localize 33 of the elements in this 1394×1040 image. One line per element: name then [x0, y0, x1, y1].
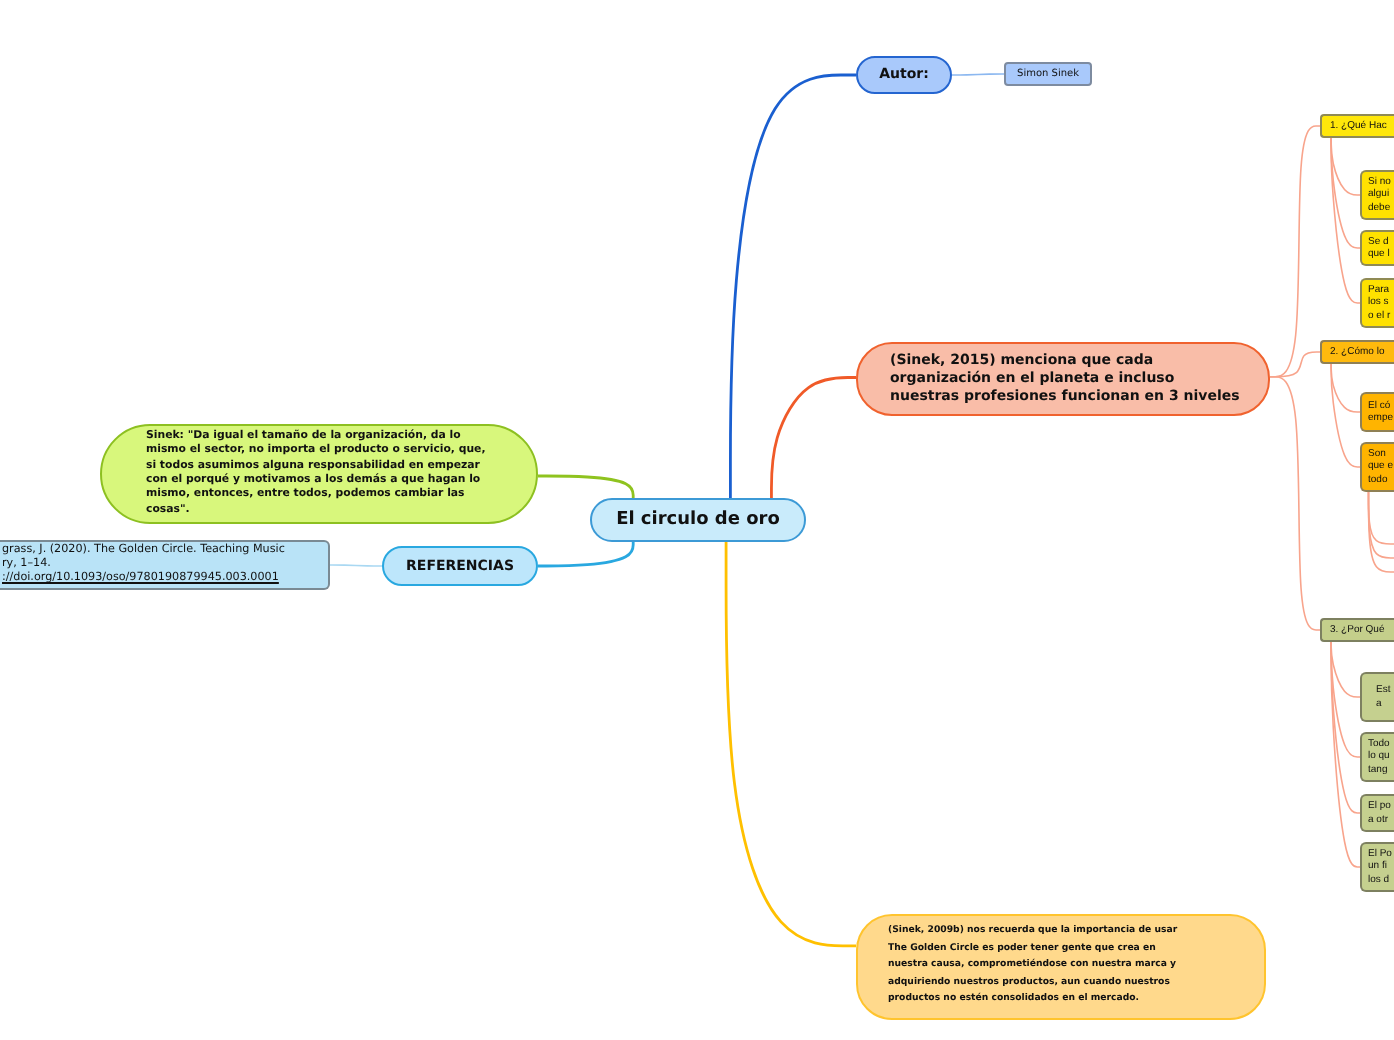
note-box: [1360, 392, 1394, 432]
note-box: [1360, 794, 1394, 832]
topic-box: [856, 914, 1266, 1020]
branch-line: [729, 73, 856, 498]
category-box: [1320, 114, 1394, 138]
branch-line: [538, 542, 635, 568]
note-box: [1360, 230, 1394, 266]
branch-line: [951, 73, 1005, 76]
category-box: [1320, 618, 1394, 642]
quote-box: [100, 424, 538, 524]
branch-line: [538, 474, 635, 498]
note-box: [1360, 278, 1394, 328]
branch-line: [770, 376, 856, 498]
note-box: [1360, 170, 1394, 220]
note-box: [1360, 732, 1394, 782]
topic-title: El circulo de oro: [614, 509, 782, 531]
topic-box: [856, 56, 952, 94]
branch-line: [724, 542, 856, 948]
reference-box: [0, 540, 330, 590]
branch-line: [1367, 491, 1394, 573]
topic-box: [382, 546, 538, 586]
subtopic-box: [1004, 62, 1092, 86]
note-box: [1360, 442, 1394, 492]
branch-line: [329, 564, 383, 567]
branch-line: [1330, 137, 1361, 304]
note-box: [1360, 672, 1394, 722]
topic-box: [856, 342, 1270, 416]
branch-line: [1330, 363, 1361, 468]
category-box: [1320, 340, 1394, 364]
branch-line: [1330, 641, 1361, 868]
branch-line: [1269, 375, 1321, 631]
central-topic-box: [590, 498, 806, 542]
note-box: [1360, 842, 1394, 892]
